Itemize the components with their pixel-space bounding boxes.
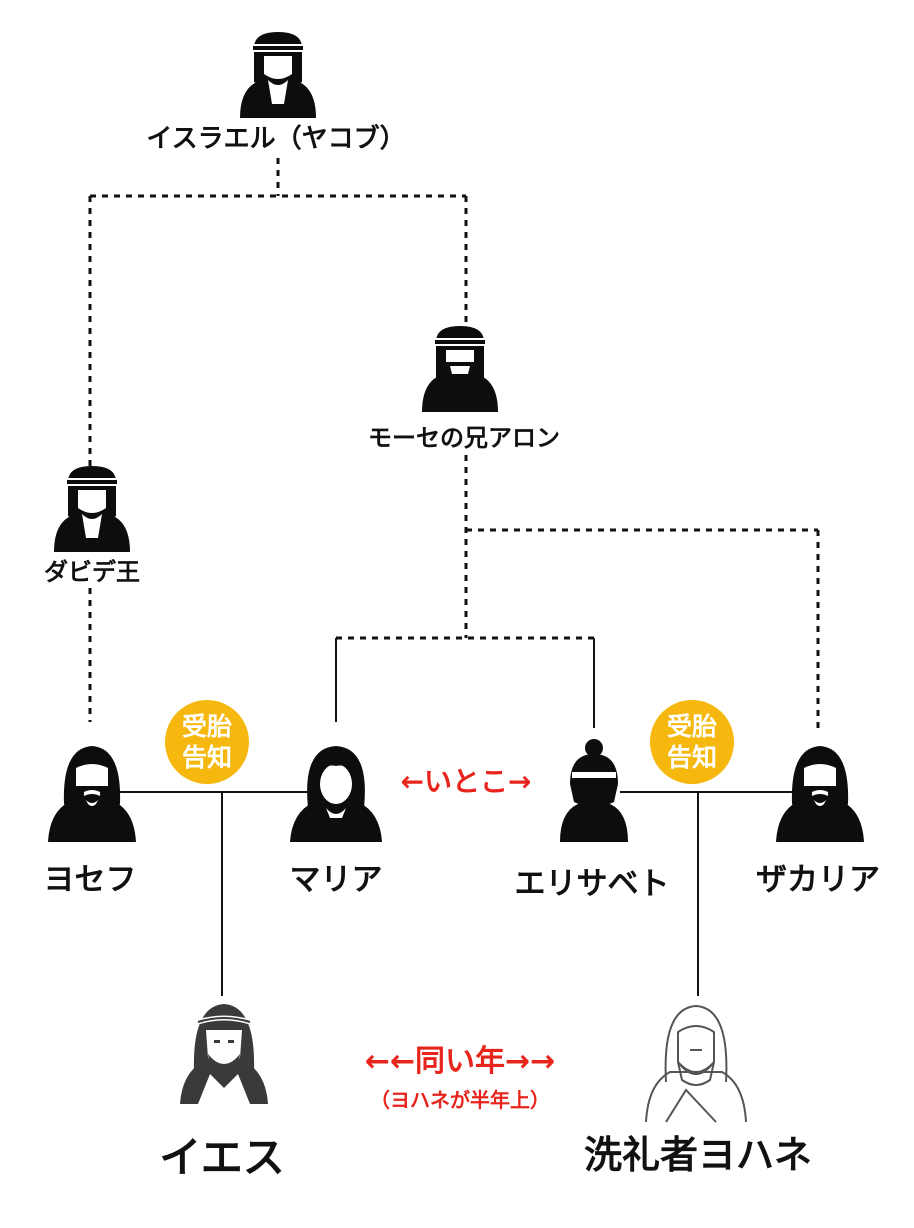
solid-line-maria-elisabeth (335, 638, 595, 728)
label-john: 洗礼者ヨハネ (583, 1133, 813, 1177)
label-maria: マリア (289, 862, 383, 898)
label-jesus: イエス (159, 1133, 285, 1182)
jesus-icon (180, 1004, 268, 1104)
zacharias-icon (776, 746, 864, 842)
label-elisabeth: エリサベト (514, 866, 670, 902)
israel-icon (240, 32, 316, 118)
label-david: ダビデ王 (44, 558, 140, 586)
badge-line2: 告知 (666, 743, 717, 772)
badge-line1: 受胎 (181, 712, 232, 741)
badge-line2: 告知 (181, 743, 232, 772)
connector-lines (88, 158, 820, 996)
label-israel: イスラエル（ヤコブ） (146, 124, 406, 154)
label-same-age-note: （ヨハネが半年上） (370, 1088, 550, 1112)
badge-line1: 受胎 (666, 712, 717, 741)
label-aaron: モーセの兄アロン (368, 424, 560, 452)
john-icon (645, 1005, 747, 1123)
annunciation-badge-right: 受胎 告知 (650, 700, 734, 784)
label-joseph: ヨセフ (43, 862, 137, 898)
label-zacharias: ザカリア (756, 862, 880, 898)
aaron-icon (422, 326, 498, 412)
elisabeth-icon (560, 739, 628, 842)
david-icon (54, 466, 130, 552)
maria-icon (290, 746, 382, 842)
annunciation-badge-left: 受胎 告知 (165, 700, 249, 784)
label-same-age: ←←同い年→→ (364, 1044, 556, 1079)
label-cousins: ←いとこ→ (400, 765, 532, 798)
dotted-line-israel-branch (88, 158, 468, 470)
dotted-line-aaron-branch (336, 455, 820, 728)
joseph-icon (48, 746, 136, 842)
